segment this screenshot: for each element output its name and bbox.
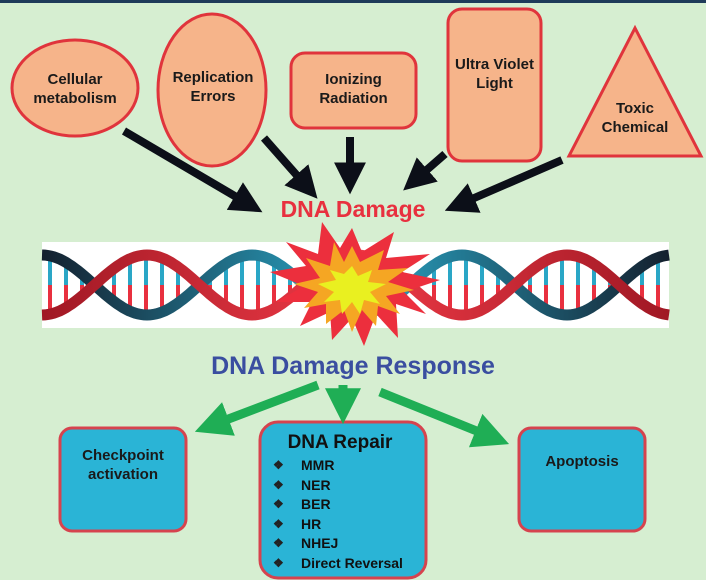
cause-label-cellular-metabolism: Cellular metabolism <box>33 71 117 107</box>
outcome-box-checkpoint <box>58 426 188 533</box>
repair-item: ❖NHEJ <box>273 534 403 554</box>
repair-item: ❖HR <box>273 515 403 535</box>
dna-repair-list: ❖MMR ❖NER ❖BER ❖HR ❖NHEJ ❖Direct Reversa… <box>273 456 403 574</box>
dna-repair-title: DNA Repair <box>287 432 393 453</box>
arrow-to-apoptosis <box>378 387 510 448</box>
cause-label-toxic-chemical: Toxic Chemical <box>601 100 669 136</box>
dna-damage-response-title: DNA Damage Response <box>211 352 495 380</box>
cause-shape-ultra-violet-light <box>446 7 543 163</box>
cause-shape-cellular-metabolism <box>10 38 140 138</box>
diamond-bullet-icon: ❖ <box>273 555 284 570</box>
repair-item: ❖BER <box>273 495 403 515</box>
cause-label-replication-errors: Replication Errors <box>172 69 254 105</box>
cause-shape-replication-errors <box>156 12 268 168</box>
arrow-toxic-chemical <box>444 156 564 213</box>
diamond-bullet-icon: ❖ <box>273 516 284 531</box>
outcome-label-apoptosis: Apoptosis <box>545 453 619 470</box>
outcome-box-apoptosis <box>517 426 647 533</box>
top-border <box>0 0 706 3</box>
damage-explosion-icon <box>270 222 440 346</box>
repair-item: ❖Direct Reversal <box>273 554 403 574</box>
diamond-bullet-icon: ❖ <box>273 497 284 512</box>
repair-item: ❖MMR <box>273 456 403 476</box>
arrow-cellular-metabolism <box>121 127 263 213</box>
repair-item: ❖NER <box>273 476 403 496</box>
outcome-label-checkpoint: Checkpoint activation <box>82 447 164 483</box>
cause-shape-toxic-chemical <box>566 24 704 158</box>
cause-label-ionizing-radiation: Ionizing Radiation <box>319 71 388 107</box>
arrow-replication-errors <box>260 135 318 199</box>
arrow-to-checkpoint <box>194 380 320 436</box>
cause-shape-ionizing-radiation <box>289 51 418 130</box>
dna-damage-title: DNA Damage <box>280 196 426 222</box>
diamond-bullet-icon: ❖ <box>273 477 284 492</box>
arrow-ultra-violet-light <box>403 150 448 191</box>
cause-label-ultra-violet-light: Ultra Violet Light <box>455 56 534 92</box>
diamond-bullet-icon: ❖ <box>273 536 284 551</box>
diamond-bullet-icon: ❖ <box>273 458 284 472</box>
